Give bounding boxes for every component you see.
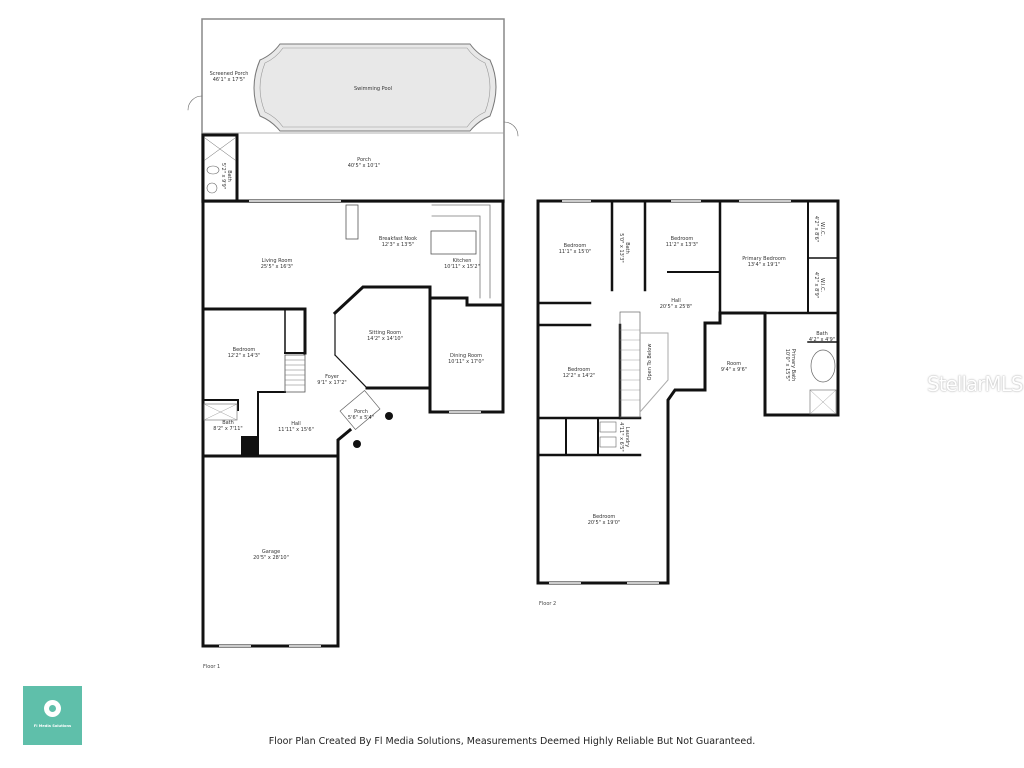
room-name: Primary Bath [790,348,796,382]
floor-2-plan [536,199,840,585]
room-label-open-to-below: Open To Below [647,344,653,381]
room-name: Bedroom [670,236,694,242]
room-name: Garage [261,549,281,555]
room-name: Open To Below [647,343,653,381]
floor-1-plan [187,18,519,648]
room-name: Breakfast Nook [378,236,418,242]
room-label-wic-2: W.I.C.4'2" x 8'9" [813,272,825,298]
room-dimensions: 5'6" x 5'4" [347,415,375,421]
room-dimensions: 9'4" x 9'6" [720,367,748,373]
camera-aperture-icon [44,700,61,717]
room-name: W.I.C. [819,277,825,293]
room-name: Bedroom [567,367,591,373]
room-dimensions: 4'2" x 4'9" [808,337,836,343]
room-dimensions: 12'2" x 14'3" [227,353,261,359]
room-dimensions: 46'1" x 17'5" [212,77,246,83]
disclaimer-footer: Floor Plan Created By Fl Media Solutions… [268,736,756,747]
room-name: Screened Porch [209,71,249,77]
room-name: Kitchen [452,258,472,264]
room-dimensions: 9'1" x 17'2" [317,380,347,386]
room-dimensions: 12'3" x 13'5" [381,242,415,248]
room-dimensions: 5'2" x 9'9" [220,162,226,190]
room-dimensions: 20'5" x 28'10" [253,555,289,561]
room-dimensions: 12'2" x 14'2" [562,373,596,379]
swimming-pool-shape [253,43,497,132]
room-dimensions: 10'11" x 17'0" [448,359,484,365]
room-name: Porch [354,409,368,415]
room-name: Bath [226,170,232,182]
room-name: Swimming Pool [353,86,393,92]
room-name: W.I.C. [819,221,825,237]
logo-text: Fl Media Solutions [33,724,72,728]
room-name: Bath [816,331,828,337]
room-name: Bedroom [232,347,256,353]
room-name: Hall [671,298,681,304]
room-dimensions: 14'2" x 14'10" [367,336,403,342]
room-dimensions: 11'1" x 15'0" [558,249,592,255]
room-name: Living Room [261,258,293,264]
room-dimensions: 4'2" x 8'9" [813,271,819,299]
room-name: Sitting Room [368,330,402,336]
room-dimensions: 4'2" x 8'6" [813,215,819,243]
room-dimensions: 13'4" x 19'1" [747,262,781,268]
room-dimensions: 8'2" x 7'11" [213,426,243,432]
room-name: Porch [357,157,371,163]
room-dimensions: 25'5" x 16'3" [260,264,294,270]
floor-2-label: Floor 2 [539,601,557,607]
room-name: Foyer [325,374,339,380]
room-name: Bedroom [592,514,616,520]
room-dimensions: 40'5" x 10'1" [347,163,381,169]
room-label-swimming-pool: Swimming Pool [354,86,392,92]
room-name: Laundry [624,426,630,448]
room-dimensions: 10'0" x 15'5" [784,348,790,382]
room-dimensions: 5'0" x 13'3" [618,233,624,263]
room-dimensions: 20'5" x 25'8" [659,304,693,310]
room-name: Hall [291,421,301,427]
room-dimensions: 4'11" x 6'5" [618,422,624,452]
room-name: Dining Room [450,353,482,359]
room-label-wic-1: W.I.C.4'2" x 8'6" [813,216,825,242]
stellarmls-watermark: StellarMLS [927,372,1024,396]
room-name: Room [726,361,742,367]
floor-1-label: Floor 1 [203,664,221,670]
fl-media-logo: Fl Media Solutions [23,686,82,745]
room-name: Bedroom [563,243,587,249]
room-dimensions: 10'11" x 15'2" [444,264,480,270]
room-name: Bath [222,420,234,426]
room-name: Bath [624,242,630,254]
room-dimensions: 20'5" x 19'0" [587,520,621,526]
room-dimensions: 11'2" x 13'3" [665,242,699,248]
room-name: Primary Bedroom [742,256,786,262]
room-dimensions: 11'11" x 15'6" [278,427,314,433]
